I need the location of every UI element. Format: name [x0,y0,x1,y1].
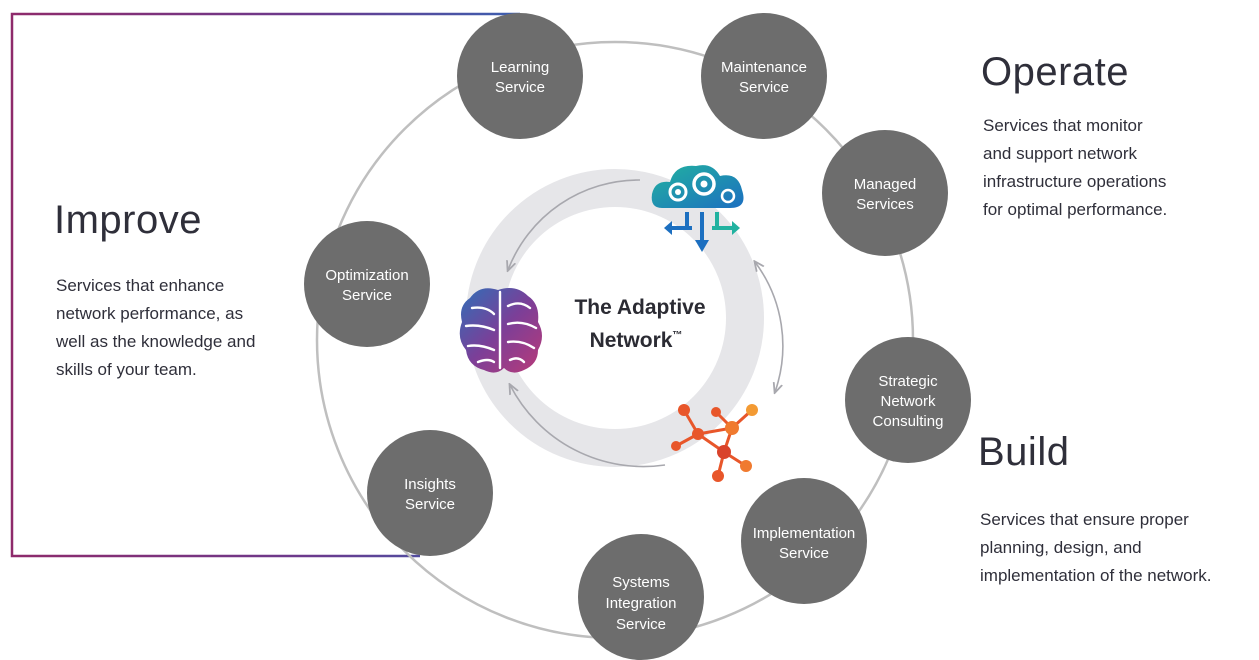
operate-heading: Operate [981,50,1130,94]
trademark-symbol: ™ [672,330,682,341]
improve-heading: Improve [54,198,202,242]
center-title-line1: The Adaptive [574,296,705,319]
build-description: Services that ensure proper planning, de… [980,510,1212,585]
operate-frame [770,12,1259,256]
operate-description: Services that monitor and support networ… [983,116,1168,219]
build-heading: Build [978,430,1070,474]
improve-description: Services that enhance network performanc… [56,276,256,379]
cloud-gears-icon [651,165,744,252]
flow-arrows [508,179,784,468]
brain-icon [459,288,542,373]
network-nodes-icon [671,404,758,482]
center-title-line2: Network™ [590,329,683,352]
improve-frame [10,12,520,558]
